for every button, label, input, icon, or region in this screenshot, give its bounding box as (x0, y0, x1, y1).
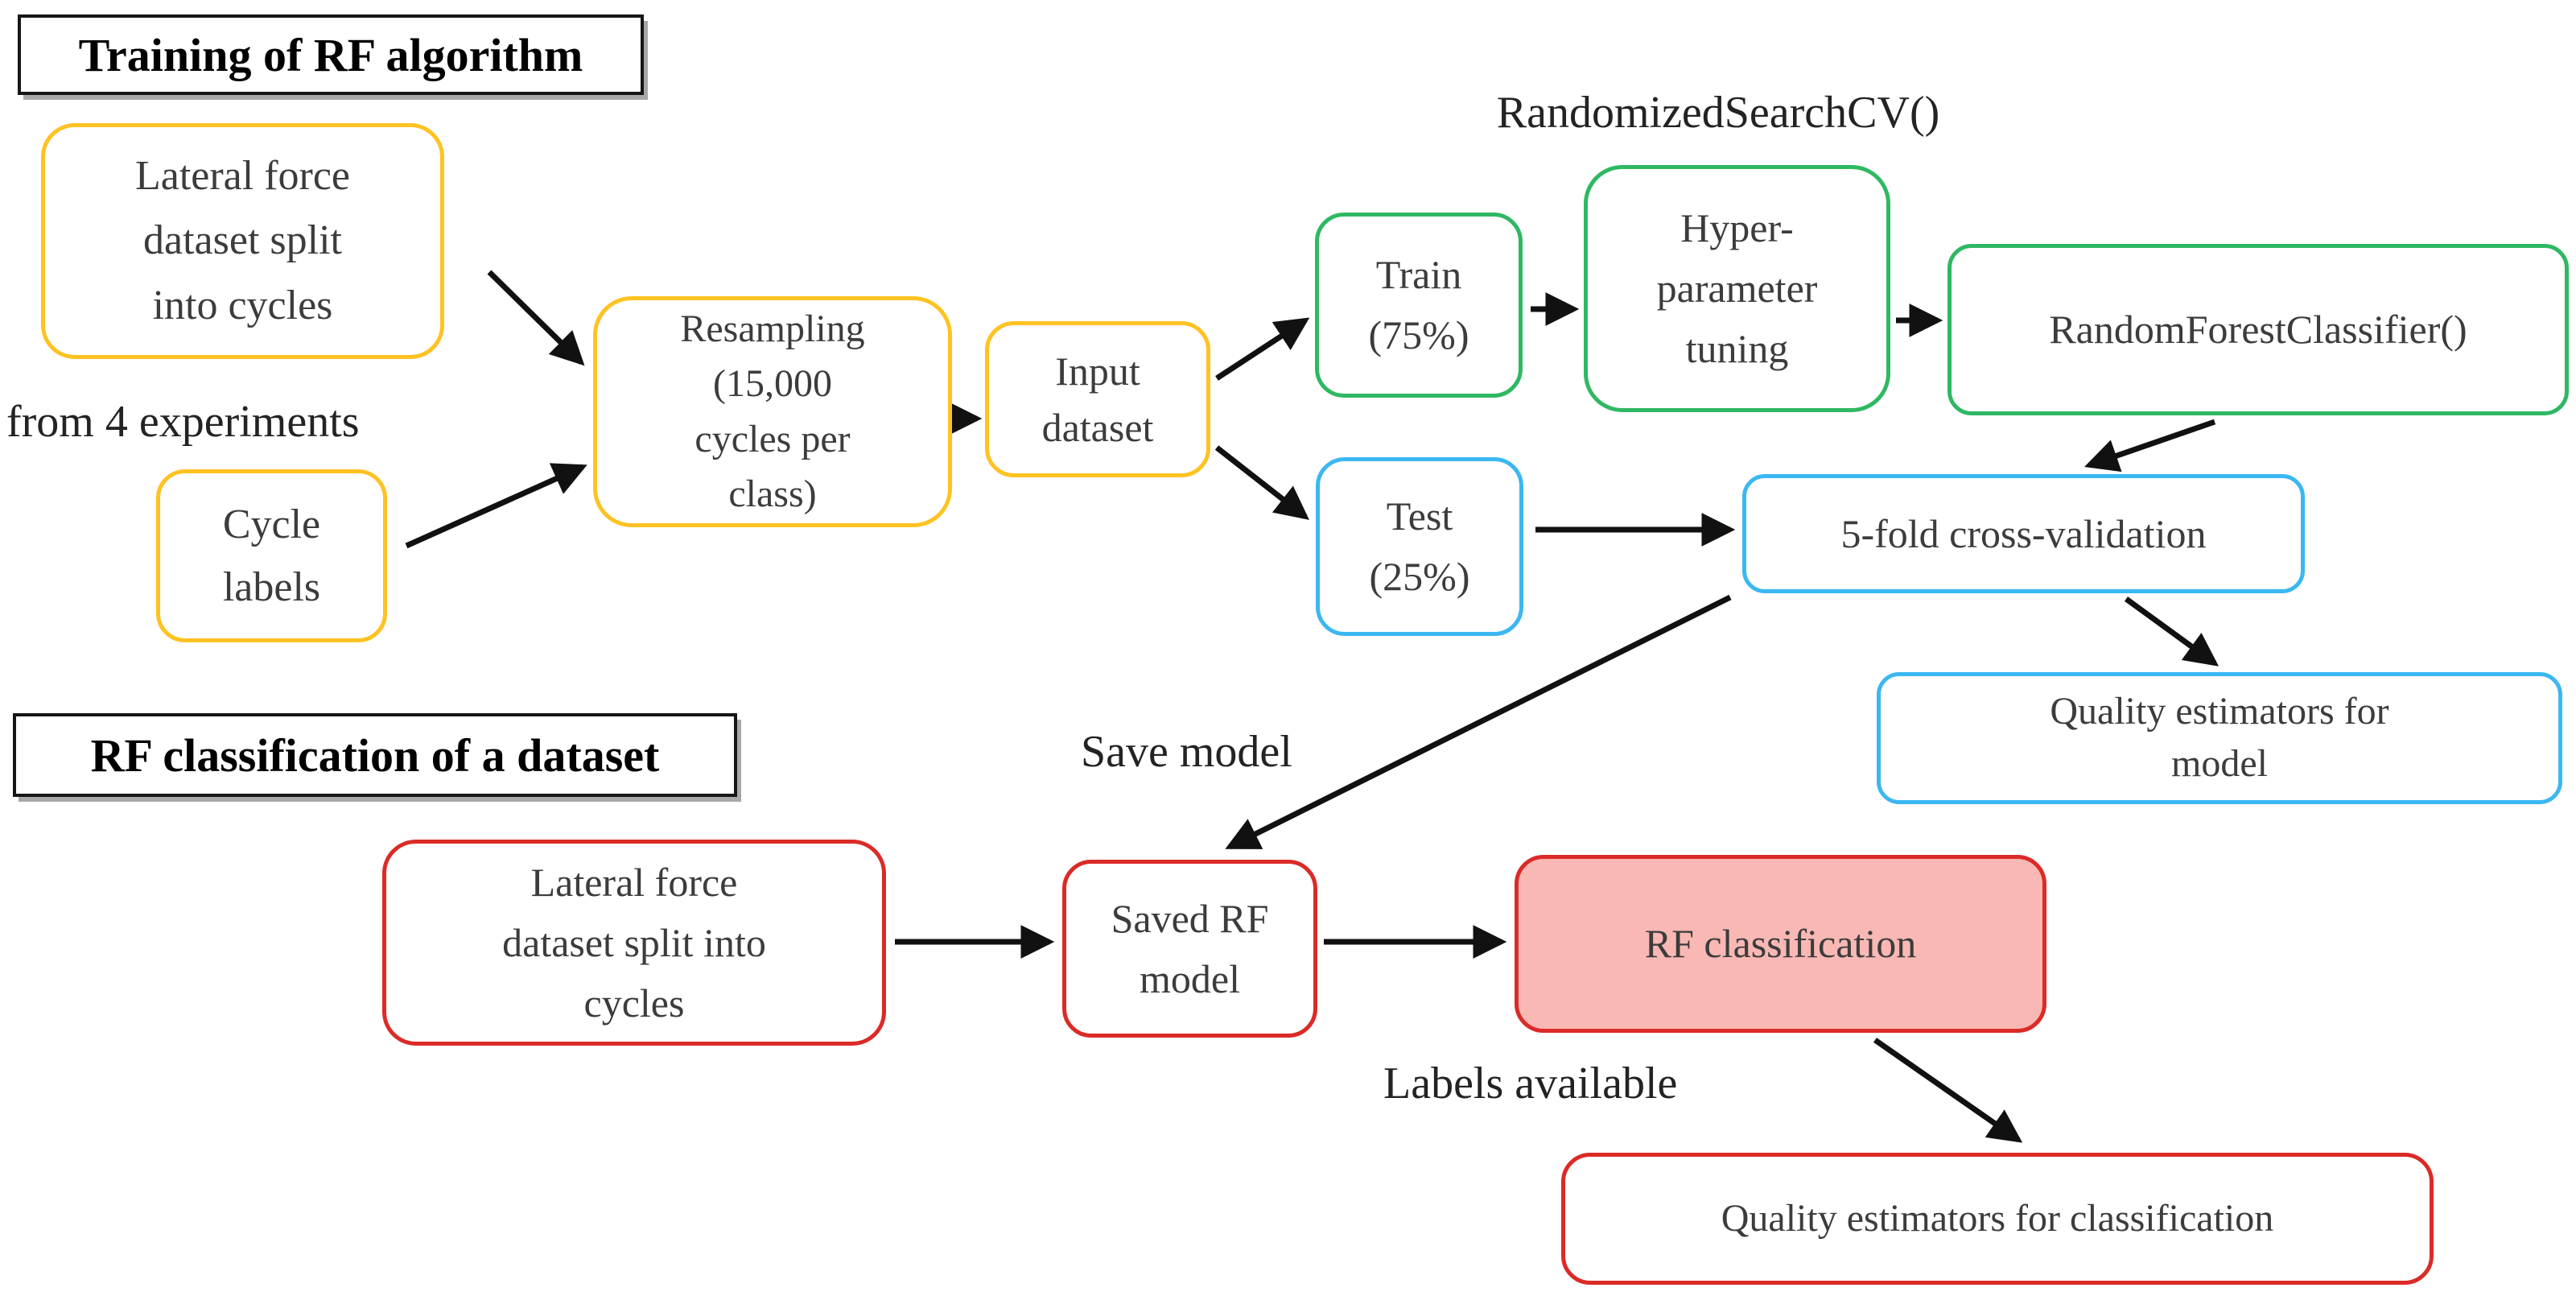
node-resampling: Resampling (15,000 cycles per class) (593, 296, 952, 527)
node-cycle-labels: Cycle labels (156, 469, 387, 642)
section-header-classification: RF classification of a dataset (13, 713, 737, 797)
arrow-rf-classification-to-quality (1873, 1038, 2023, 1143)
section-header-training: Training of RF algorithm (18, 14, 644, 95)
node-saved-rf-model: Saved RF model (1062, 860, 1317, 1038)
node-lateral-force-dataset-train: Lateral force dataset split into cycles (41, 123, 444, 359)
arrow-input-to-test (1214, 445, 1309, 520)
arrow-cyclelabels-to-resampling (405, 463, 587, 549)
node-input-dataset: Input dataset (985, 321, 1210, 477)
arrow-rfc-to-5fold (2084, 419, 2216, 473)
node-lateral-force-dataset-classify: Lateral force dataset split into cycles (382, 840, 886, 1046)
label-from-4-experiments: from 4 experiments (6, 397, 360, 447)
arrow-lateral-to-resampling (487, 270, 585, 366)
arrow-input-to-train (1215, 317, 1310, 381)
node-5fold-cross-validation: 5-fold cross-validation (1742, 474, 2305, 593)
label-randomized-search-cv: RandomizedSearchCV() (1496, 88, 1940, 138)
label-save-model: Save model (1081, 727, 1292, 777)
node-random-forest-classifier: RandomForestClassifier() (1947, 244, 2569, 415)
node-rf-classification: RF classification (1515, 855, 2046, 1033)
node-test-25: Test (25%) (1316, 457, 1523, 636)
node-quality-estimators-classification: Quality estimators for classification (1561, 1153, 2434, 1285)
arrow-5fold-to-quality-model (2124, 596, 2219, 667)
node-hyperparameter-tuning: Hyper- parameter tuning (1584, 165, 1890, 412)
node-quality-estimators-model: Quality estimators for model (1877, 672, 2562, 804)
label-labels-available: Labels available (1383, 1059, 1678, 1108)
node-train-75: Train (75%) (1315, 213, 1523, 398)
